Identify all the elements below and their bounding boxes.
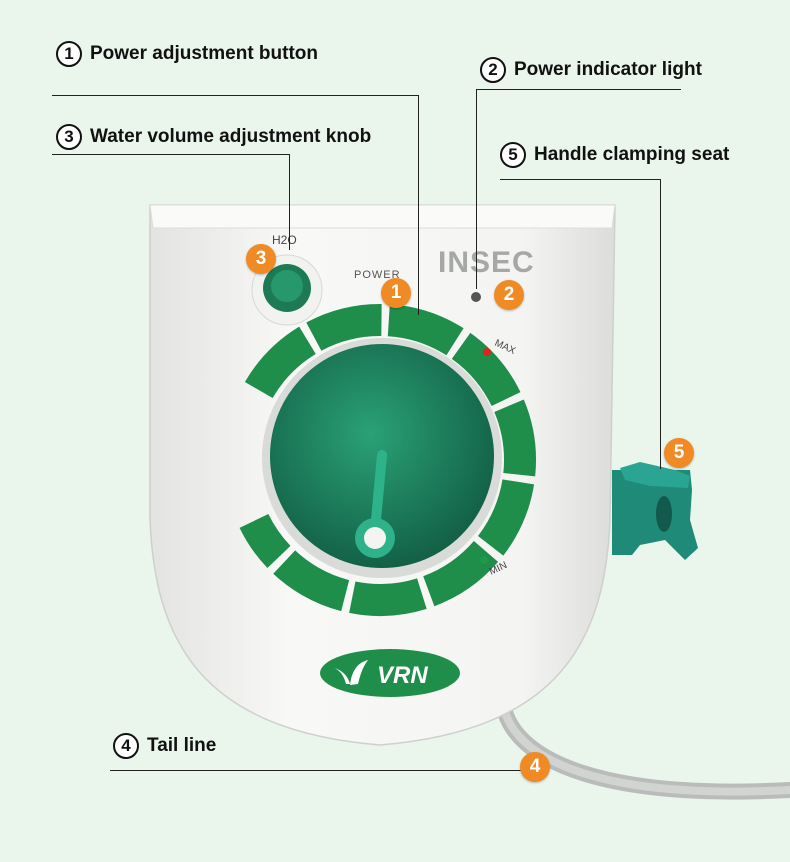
callout-number: 4 [113, 733, 139, 759]
leader-line-2 [476, 89, 681, 90]
leader-line-5 [500, 179, 660, 180]
leader-line-1 [52, 95, 419, 96]
callout-number: 1 [56, 41, 82, 67]
handle-clamping-seat [612, 462, 698, 560]
min-led [480, 556, 488, 564]
marker-4: 4 [520, 752, 550, 782]
callout-tail-line: 4 Tail line [113, 733, 216, 759]
callout-label: Handle clamping seat [534, 144, 730, 165]
leader-line-3-v [289, 154, 290, 250]
marker-1: 1 [381, 278, 411, 308]
leaf-logo-icon [334, 660, 368, 685]
callout-handle-seat: 5 Handle clamping seat [500, 142, 729, 168]
h2o-label: H2O [272, 233, 297, 247]
leader-line-3 [52, 154, 290, 155]
callout-water-volume: 3 Water volume adjustment knob [56, 124, 371, 150]
callout-number: 3 [56, 124, 82, 150]
callout-power-adjustment: 1 Power adjustment button [56, 41, 318, 67]
callout-label: Water volume adjustment knob [90, 126, 372, 147]
callout-number: 2 [480, 57, 506, 83]
leader-line-2-v [476, 89, 477, 289]
power-label: POWER [354, 269, 401, 281]
max-led [483, 348, 491, 356]
leader-line-4 [110, 770, 524, 771]
marker-5: 5 [664, 438, 694, 468]
vrn-logo-text: VRN [377, 662, 428, 689]
callout-label: Power indicator light [514, 59, 702, 80]
callout-label: Power adjustment button [90, 43, 318, 64]
tail-cable [497, 704, 790, 800]
brand-logo: INSEC [438, 246, 535, 279]
marker-2: 2 [494, 280, 524, 310]
power-segment-ring [224, 303, 536, 616]
callout-label: Tail line [147, 735, 217, 756]
power-indicator-light [471, 292, 481, 302]
marker-3: 3 [246, 244, 276, 274]
callout-power-indicator: 2 Power indicator light [480, 57, 702, 83]
vrn-logo-badge [320, 649, 460, 697]
leader-line-1-v [418, 95, 419, 315]
callout-number: 5 [500, 142, 526, 168]
leader-line-5-v [660, 179, 661, 469]
